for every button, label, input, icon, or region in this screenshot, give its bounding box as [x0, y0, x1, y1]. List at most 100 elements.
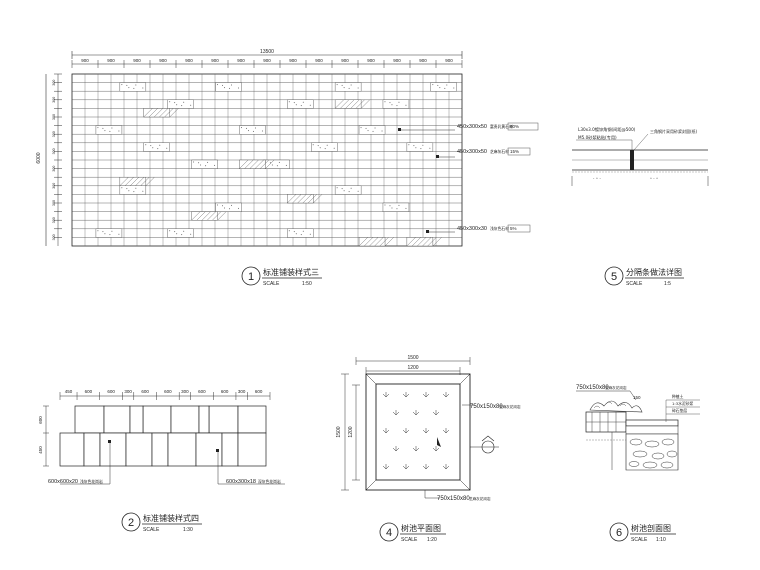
- hatched-tile: [358, 237, 394, 247]
- detail-note-3: 三角钢片采用砂浆封固(纸): [650, 128, 698, 134]
- speckled-tile: [167, 99, 194, 109]
- planting-symbols: [382, 392, 450, 470]
- rect-tile: [221, 432, 239, 467]
- overall-height-label: 6000: [36, 152, 42, 163]
- speckled-tile: [358, 125, 386, 135]
- drawing-6-tree-pit-section: 750x150x80 芝麻灰花岗岩: [576, 385, 700, 543]
- drawing-6-number: 6: [616, 527, 622, 539]
- drawing-5-scale-label: SCALE: [626, 281, 643, 287]
- speckled-tile: [143, 142, 170, 152]
- drawing-5-title-text: 分隔条做法详图: [626, 267, 682, 277]
- left-dimension-chain: [43, 405, 49, 467]
- overall-width-label: 13500: [260, 49, 274, 55]
- drawing-6-scale-label: SCALE: [631, 537, 648, 543]
- accent-tiles: [95, 82, 457, 247]
- drawing-1-number: 1: [248, 271, 254, 283]
- narrow-tile: [198, 405, 210, 434]
- drawing-1-scale-label: SCALE: [263, 281, 280, 287]
- callout-b-note: 深灰色花岗岩: [258, 479, 281, 484]
- speckled-tile: [191, 159, 218, 169]
- speckled-tile: [95, 228, 123, 238]
- drawing-2-title: 2 标准铺装样式四 SCALE 1:30: [121, 512, 202, 533]
- speckled-tile: [215, 202, 242, 212]
- top-dim: 300: [238, 389, 246, 394]
- hatched-tile: [287, 194, 323, 204]
- speckled-tile: [263, 159, 290, 169]
- top-dim: 600: [255, 389, 263, 394]
- column-dim: 900: [81, 58, 89, 63]
- speckled-tile: [382, 202, 410, 212]
- column-dim: 900: [237, 58, 245, 63]
- rect-tile: [99, 432, 127, 467]
- rect-tile: [125, 432, 153, 467]
- plant-symbol: [422, 428, 430, 434]
- rect-tile: [167, 432, 197, 467]
- speckled-tile: [95, 125, 123, 135]
- square-tile: [142, 405, 172, 434]
- column-dim: 900: [315, 58, 323, 63]
- column-dim: 900: [107, 58, 115, 63]
- callout-top-size: 750x150x80: [470, 404, 503, 410]
- hatched-tile: [334, 99, 370, 109]
- callout-2-note: 芝麻灰石材: [490, 149, 509, 154]
- drawing-2-scale: 1:30: [183, 527, 193, 533]
- plant-symbol: [412, 446, 420, 452]
- tree-pit-inner: [375, 383, 461, 481]
- outer-dim-left: 1500: [336, 426, 342, 437]
- speckled-tile: [334, 185, 362, 195]
- column-dim: 900: [367, 58, 375, 63]
- square-tile: [237, 405, 267, 434]
- plant-symbol: [432, 446, 440, 452]
- callout-3-size: 450x300x30: [457, 226, 487, 232]
- top-dim: 600: [198, 389, 206, 394]
- speckled-tile: [239, 125, 266, 135]
- plant-symbol: [442, 392, 450, 398]
- inner-dim-top: 1200: [407, 365, 418, 371]
- plant-symbol: [402, 464, 410, 470]
- left-dim-2: 450: [38, 446, 43, 454]
- square-tile: [103, 405, 131, 434]
- drawing-2-scale-label: SCALE: [143, 527, 160, 533]
- rect-tile: [59, 432, 85, 467]
- callout-a-size: 600x600x20: [48, 479, 78, 485]
- tree-pit-dimensions: [341, 357, 471, 491]
- svg-text:▫ · ▫: ▫ · ▫: [650, 176, 658, 182]
- plant-symbol: [422, 464, 430, 470]
- speckled-tile: [215, 82, 242, 92]
- detail-note-1: L30x3.0镀锌角钢(间距@500): [578, 126, 636, 133]
- callout-2-size: 450x300x50: [457, 149, 487, 155]
- section-note-1: 种植土: [672, 394, 684, 399]
- callout-b-size: 600x300x18: [226, 479, 256, 485]
- drawing-4-title: 4 树池平面图 SCALE 1:20: [379, 522, 446, 543]
- drawing-4-scale-label: SCALE: [401, 537, 418, 543]
- speckled-tile: [334, 82, 362, 92]
- drawing-2-number: 2: [128, 517, 134, 529]
- callout-a: 600x600x20 浅灰色花岗岩: [48, 440, 111, 485]
- callout-3: 450x300x30 浅灰色石材 5%: [426, 224, 531, 233]
- plant-symbol: [392, 446, 400, 452]
- callout-b: 600x300x18 深灰色花岗岩: [216, 449, 285, 485]
- drawing-4-title-text: 树池平面图: [401, 523, 441, 533]
- section-dim: 150: [633, 395, 641, 400]
- top-dim: 300: [124, 389, 132, 394]
- rect-tile: [151, 432, 169, 467]
- outer-dim-top: 1500: [407, 355, 418, 361]
- speckled-tile: [382, 99, 410, 109]
- callout-bottom-size: 750x150x80: [437, 496, 470, 502]
- hatched-tile: [191, 211, 227, 221]
- column-dim: 900: [159, 58, 167, 63]
- tree-pit-outer: [365, 373, 471, 491]
- plant-symbol: [442, 464, 450, 470]
- column-dim: 900: [211, 58, 219, 63]
- callout-top-note: 芝麻灰花岗岩: [499, 404, 521, 409]
- top-dim: 600: [164, 389, 172, 394]
- drawing-6-title-text: 树池剖面图: [631, 523, 671, 533]
- speckled-tile: [287, 228, 314, 238]
- section-notes: 种植土 1:3水泥砂浆 碎石垫层: [665, 394, 700, 422]
- plant-symbol: [402, 392, 410, 398]
- speckled-tile: [119, 185, 147, 195]
